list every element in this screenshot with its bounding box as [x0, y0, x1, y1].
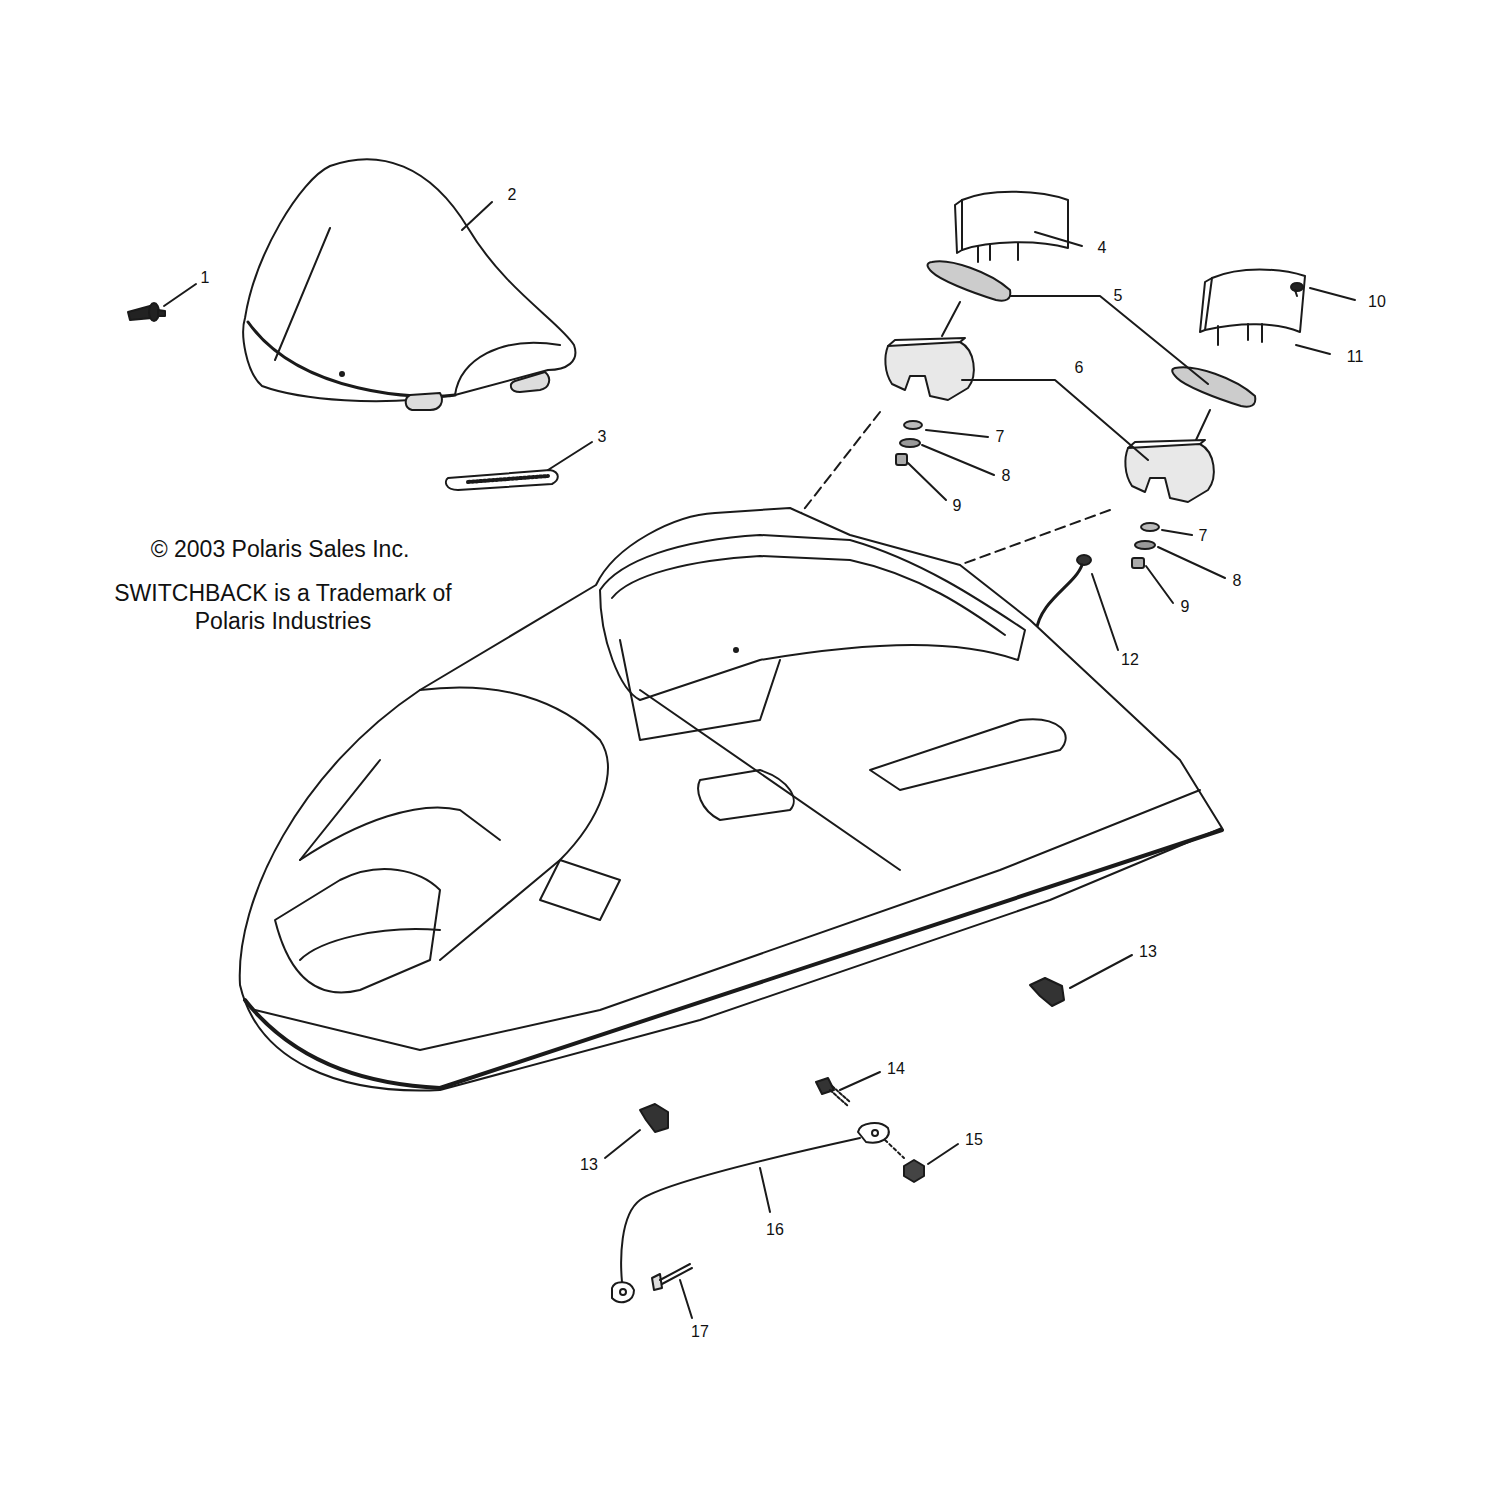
- gauge: [955, 192, 1068, 262]
- screw: [1291, 283, 1303, 296]
- leader-line: [1092, 574, 1118, 650]
- leader-line: [1146, 566, 1173, 603]
- bolt: [816, 1078, 850, 1106]
- leader-line: [1310, 288, 1355, 300]
- callout-number: 9: [953, 496, 962, 515]
- push-rivet: [128, 303, 165, 321]
- leader-line: [1158, 547, 1225, 578]
- callout-number: 8: [1002, 466, 1011, 485]
- reinforcement-strip: [446, 470, 558, 490]
- leader-line: [1070, 955, 1132, 988]
- leader-line: [908, 463, 946, 500]
- callout-number: 9: [1181, 597, 1190, 616]
- leader-line: [1296, 345, 1330, 354]
- windshield: [243, 159, 575, 410]
- callout-number: 16: [766, 1220, 784, 1239]
- callout-number: 2: [508, 185, 517, 204]
- copyright-note: SWITCHBACK is a Trademark of Polaris Ind…: [113, 580, 453, 635]
- leader-line: [1196, 410, 1210, 440]
- gasket-ring: [1172, 367, 1255, 406]
- callout-number: 11: [1347, 347, 1364, 366]
- leader-line: [1162, 530, 1192, 535]
- callout-number: 10: [1368, 292, 1386, 311]
- nut: [904, 1160, 924, 1182]
- callout-number: 8: [1233, 571, 1242, 590]
- leader-line: [548, 442, 592, 470]
- leader-line: [928, 1144, 958, 1164]
- leader-line: [926, 430, 988, 437]
- callout-number: 4: [1098, 238, 1107, 257]
- leader-line: [1035, 232, 1082, 246]
- leader-line: [462, 202, 492, 230]
- leader-line: [840, 1072, 880, 1090]
- mount-line: [885, 1140, 904, 1158]
- callout-number: 6: [1075, 358, 1084, 377]
- callout-number: 5: [1114, 286, 1123, 305]
- callout-number: 17: [691, 1322, 709, 1341]
- leader-line: [680, 1280, 692, 1318]
- callout-number: 14: [887, 1059, 905, 1078]
- leader-line: [605, 1130, 640, 1158]
- callout-number: 3: [598, 427, 607, 446]
- gauge-bezel: [1125, 440, 1213, 502]
- leader-line: [922, 445, 994, 475]
- leader-line: [1010, 296, 1208, 384]
- leader-line: [164, 284, 196, 306]
- tether-cable: [612, 1123, 889, 1302]
- washer-set: [1132, 523, 1159, 568]
- callout-number: 13: [1139, 942, 1157, 961]
- grommet: [1036, 555, 1091, 632]
- gasket-ring: [928, 261, 1011, 300]
- callout-number: 13: [580, 1155, 598, 1174]
- callout-number: 12: [1121, 650, 1139, 669]
- hood-clip: [640, 1104, 668, 1132]
- gauge: [1200, 270, 1305, 346]
- hood-clip: [1030, 978, 1064, 1006]
- pop-rivet: [652, 1264, 692, 1290]
- callout-number: 1: [201, 268, 210, 287]
- leader-line: [962, 380, 1148, 460]
- leader-line: [760, 1168, 770, 1212]
- callout-number: 15: [965, 1130, 983, 1149]
- callout-number: 7: [1199, 526, 1208, 545]
- gauge-bezel: [885, 338, 973, 400]
- washer-set: [896, 421, 922, 465]
- leader-line: [942, 302, 960, 336]
- callout-number: 7: [996, 427, 1005, 446]
- copyright-note: © 2003 Polaris Sales Inc.: [90, 536, 470, 564]
